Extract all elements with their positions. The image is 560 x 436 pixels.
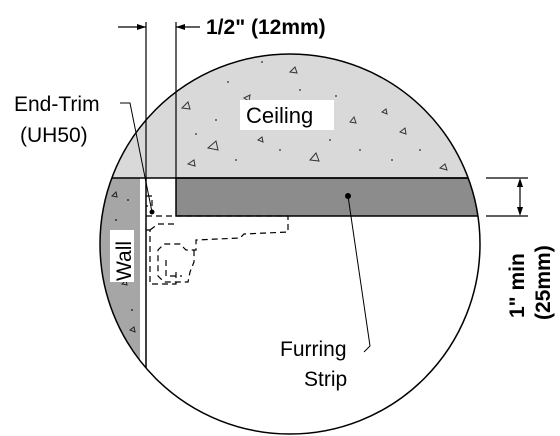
wall-label: Wall: [113, 241, 136, 281]
dim-arrow-up: [517, 178, 523, 187]
dimension-top-label: 1/2" (12mm): [206, 16, 326, 39]
furring-leader-dot: [345, 193, 351, 199]
min-dimension-label-line1: 1" min: [506, 253, 529, 318]
dim-arrow-down: [517, 207, 523, 216]
wall-body: [100, 178, 146, 434]
ceiling-label: Ceiling: [246, 103, 313, 128]
end-trim-label-line1: End-Trim: [14, 93, 100, 116]
furring-leader: [347, 195, 371, 353]
dim-arrow-left: [137, 24, 146, 30]
end-trim-label-line2: (UH50): [20, 124, 88, 147]
dim-arrow-right: [176, 24, 185, 30]
detail-circle-outline: [99, 53, 481, 435]
end-trim-leader-dot: [149, 209, 155, 215]
ceiling-aggregate: [180, 66, 448, 171]
wall-face: [140, 178, 146, 434]
furring-strip: [175, 177, 480, 217]
furring-label-line2: Strip: [304, 368, 347, 391]
wall-label-bg: [110, 230, 134, 282]
min-dimension-label-line2: (25mm): [532, 245, 555, 320]
end-trim-leader: [120, 102, 153, 213]
furring-label-line1: Furring: [280, 338, 347, 361]
ceiling-label-bg: [240, 100, 334, 130]
